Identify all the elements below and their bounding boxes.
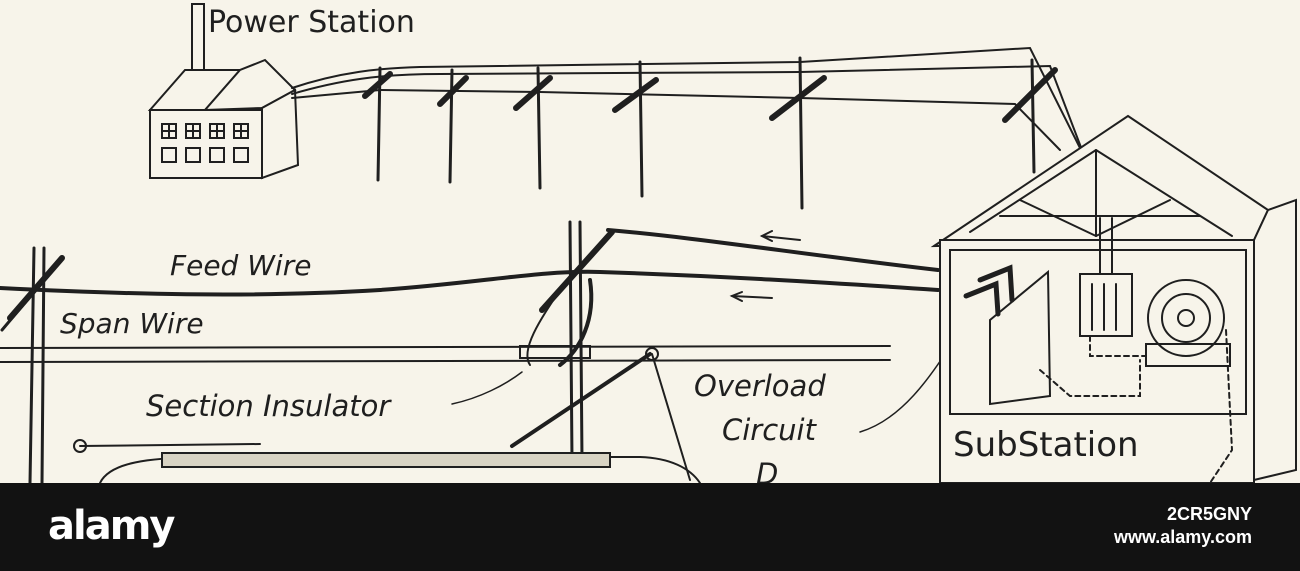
span-wire-label: Span Wire bbox=[60, 307, 204, 340]
transmission-wires bbox=[291, 46, 1083, 151]
image-reference: 2CR5GNY www.alamy.com bbox=[1114, 503, 1252, 550]
left-pole bbox=[0, 246, 65, 483]
feed-wire-upper bbox=[606, 228, 940, 272]
middle-pole bbox=[526, 220, 615, 462]
trolley-car bbox=[73, 347, 701, 483]
feed-wire bbox=[0, 269, 940, 297]
section-insulator-label: Section Insulator bbox=[146, 389, 391, 423]
circuit-label: Circuit bbox=[722, 413, 816, 447]
power-station-label: Power Station bbox=[208, 5, 415, 40]
power-station-building bbox=[147, 3, 300, 180]
breaker-label-partial: D bbox=[756, 460, 779, 483]
alamy-logo: alamy bbox=[48, 503, 175, 549]
illustration-panel: Power Station Feed Wire Span Wire Sectio… bbox=[0, 0, 1300, 483]
transmission-poles bbox=[362, 56, 1058, 210]
current-arrows bbox=[729, 230, 801, 302]
line-drawing bbox=[0, 3, 1297, 483]
image-id: 2CR5GNY bbox=[1166, 504, 1252, 524]
site-url[interactable]: www.alamy.com bbox=[1113, 527, 1252, 548]
sub-station-label: SubStation bbox=[953, 425, 1139, 465]
feed-wire-label: Feed Wire bbox=[170, 249, 312, 282]
overload-label: Overload bbox=[694, 369, 826, 403]
watermark-footer: alamy 2CR5GNY www.alamy.com bbox=[0, 483, 1300, 571]
trolley-wires bbox=[0, 345, 891, 363]
sub-station-building bbox=[930, 114, 1297, 483]
